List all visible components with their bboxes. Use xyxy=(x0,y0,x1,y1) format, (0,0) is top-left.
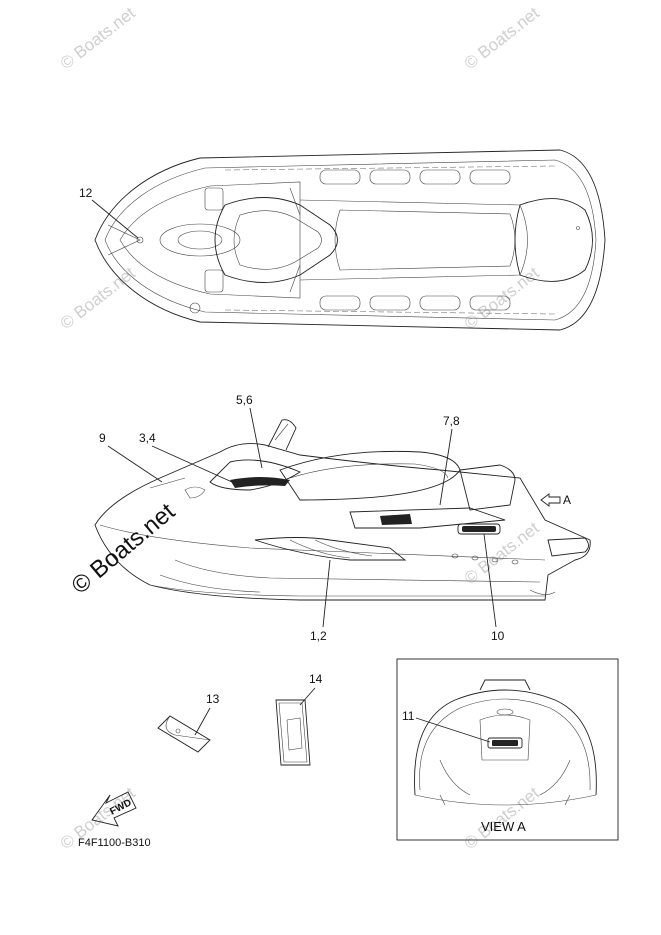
callout-13: 13 xyxy=(206,692,220,706)
fwd-arrow-icon xyxy=(91,791,137,827)
callout-9: 9 xyxy=(99,431,106,445)
callout-11: 11 xyxy=(402,709,415,723)
part-14-card xyxy=(275,699,311,766)
callout-3-4: 3,4 xyxy=(139,431,156,445)
view-a-frame xyxy=(396,658,619,841)
part-code: F4F1100-B310 xyxy=(78,837,151,849)
part-13-decal xyxy=(157,715,211,753)
callout-5-6: 5,6 xyxy=(236,393,253,407)
view-a-stern xyxy=(414,679,597,806)
side-view-watercraft xyxy=(94,419,591,601)
watermark: © Boats.net xyxy=(461,3,543,73)
watermark: © Boats.net xyxy=(461,263,543,333)
callout-14: 14 xyxy=(309,672,323,686)
watermark-large: © Boats.net xyxy=(67,498,181,600)
top-view-watercraft xyxy=(94,149,606,331)
watermark: © Boats.net xyxy=(57,3,139,73)
watermark: © Boats.net xyxy=(57,263,139,333)
callout-10: 10 xyxy=(491,629,505,643)
callout-7-8: 7,8 xyxy=(443,414,460,428)
view-a-arrow xyxy=(540,493,561,507)
callout-A: A xyxy=(563,493,571,507)
callout-1-2: 1,2 xyxy=(310,629,327,643)
view-a-label: VIEW A xyxy=(481,819,526,834)
callout-12: 12 xyxy=(79,186,93,200)
